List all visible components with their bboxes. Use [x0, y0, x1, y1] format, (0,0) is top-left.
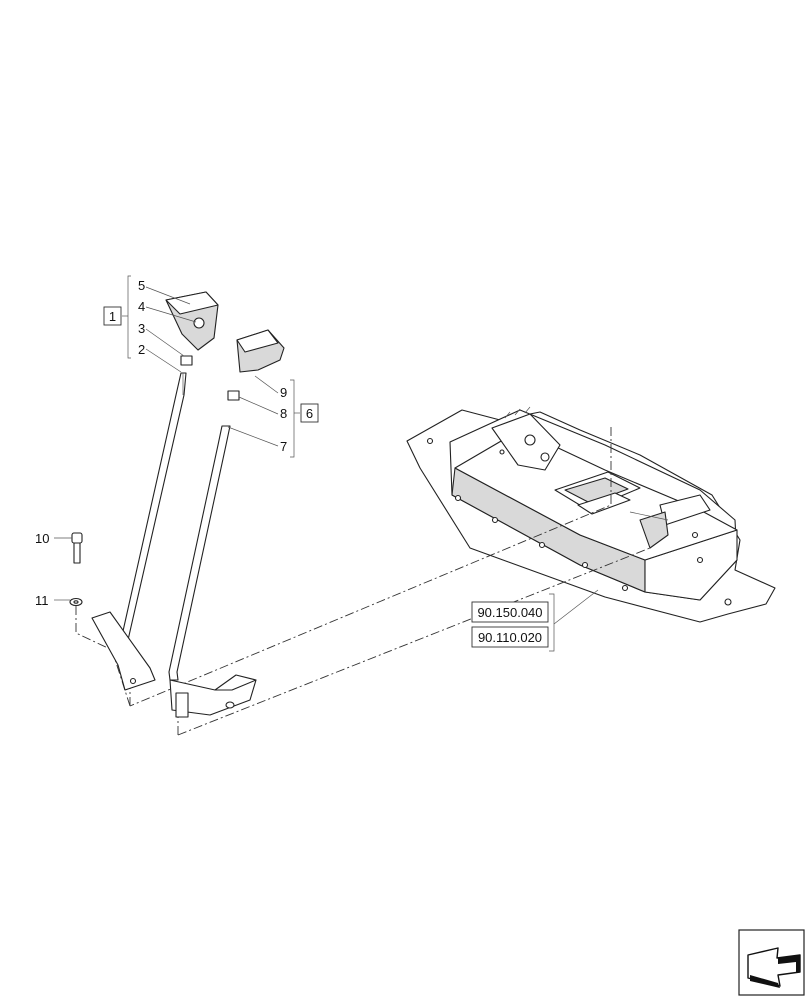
callout-5: 5 — [138, 278, 145, 293]
callout-8: 8 — [280, 406, 287, 421]
callout-box-6 — [300, 403, 319, 423]
callout-1: 1 — [109, 309, 116, 324]
assembly-lines — [75, 427, 651, 736]
callout-9: 9 — [280, 385, 287, 400]
reference-leader — [549, 589, 599, 652]
reference-90-110-020[interactable]: 90.110.020 — [478, 630, 542, 645]
washer-11 — [69, 597, 83, 607]
callout-2: 2 — [138, 342, 145, 357]
callout-11: 11 — [35, 593, 49, 608]
reference-box-2[interactable] — [471, 626, 549, 648]
callout-4: 4 — [138, 299, 145, 314]
arrow-back-icon[interactable] — [738, 929, 805, 996]
callout-3: 3 — [138, 321, 145, 336]
lever-left — [91, 291, 219, 691]
callout-group-1 — [122, 275, 197, 373]
callout-group-6 — [227, 375, 300, 458]
reference-90-150-040[interactable]: 90.150.040 — [477, 605, 542, 620]
callout-7: 7 — [280, 439, 287, 454]
callout-6: 6 — [306, 406, 313, 421]
callout-10: 10 — [35, 531, 49, 546]
lever-right — [168, 329, 285, 718]
bolt-10 — [71, 532, 83, 564]
callout-box-1 — [103, 306, 122, 326]
reference-box-1[interactable] — [471, 601, 549, 623]
floor-plate — [406, 406, 776, 623]
